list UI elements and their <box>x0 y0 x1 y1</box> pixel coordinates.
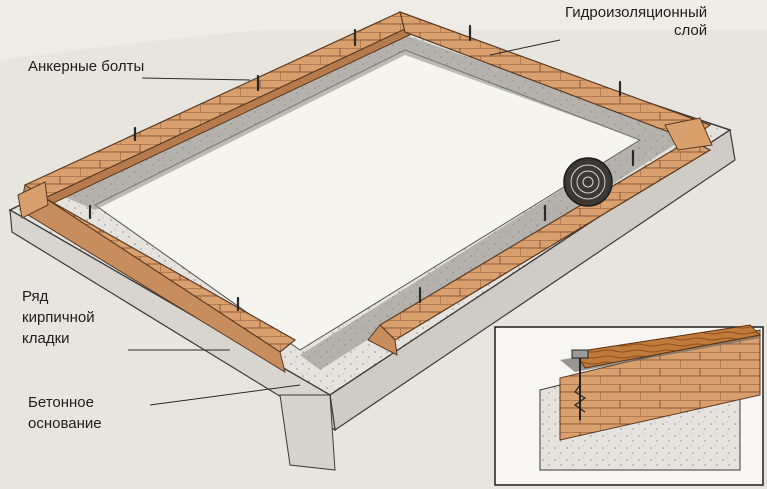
label-concrete-line1: Бетонное <box>28 394 94 411</box>
anchor-bolts <box>88 24 635 312</box>
inset-detail <box>494 324 764 486</box>
label-brick-row: Ряд кирпичной кладки <box>22 286 95 349</box>
label-waterproof-line2: слой <box>673 22 708 39</box>
label-brick-row-line1: Ряд <box>22 288 49 305</box>
label-anchor-bolts: Анкерные болты <box>28 58 145 75</box>
label-concrete-base: Бетонное основание <box>28 392 102 434</box>
waterproof-roll <box>563 157 613 207</box>
brick-wall-front-left <box>17 181 297 374</box>
label-waterproof-line1: Гидроизоляционный <box>565 4 708 21</box>
label-concrete-line2: основание <box>28 415 102 432</box>
waterproof-strip <box>60 35 690 370</box>
label-waterproof-layer: Гидроизоляционный слой <box>565 4 707 40</box>
label-brick-row-line2: кирпичной <box>22 309 95 326</box>
leader-lines <box>128 39 561 406</box>
label-brick-row-line3: кладки <box>22 330 70 347</box>
